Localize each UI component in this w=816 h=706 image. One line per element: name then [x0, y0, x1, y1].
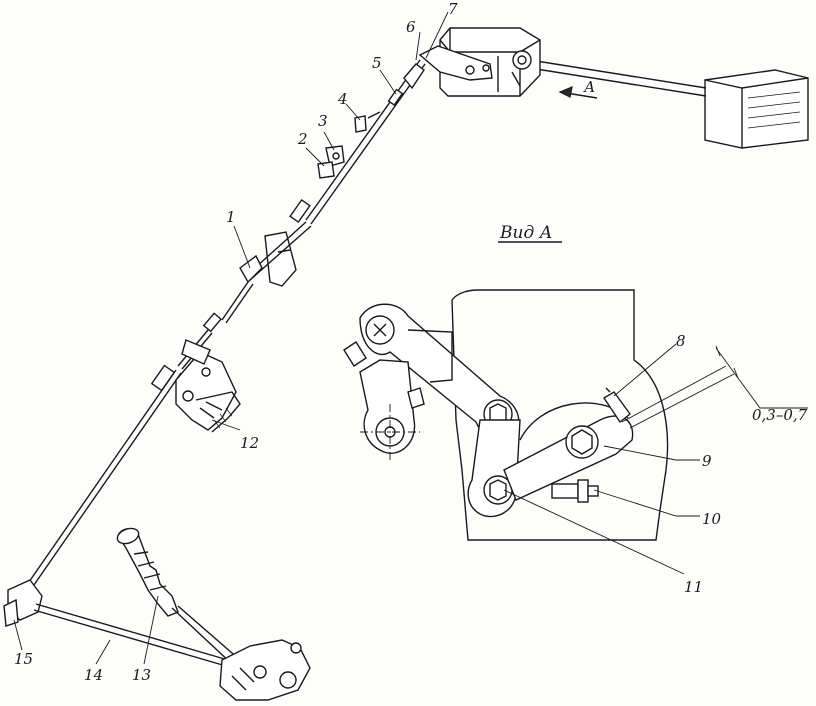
callout-14: 14	[84, 666, 103, 684]
hand-lever-assembly	[3, 527, 311, 701]
callout-6: 6	[406, 18, 416, 36]
view-a-detail	[343, 241, 808, 575]
callout-15: 15	[14, 650, 33, 668]
callout-10: 10	[702, 510, 722, 528]
view-a-title: Вид А	[499, 223, 553, 243]
callout-1: 1	[226, 208, 236, 226]
callout-8: 8	[676, 332, 686, 350]
arrow-a-label: А	[583, 78, 595, 96]
leader-lines	[13, 11, 449, 665]
callout-11: 11	[684, 578, 703, 596]
sector-mechanism	[175, 339, 241, 433]
callout-2: 2	[297, 130, 308, 148]
callout-12: 12	[240, 434, 259, 452]
callout-4: 4	[337, 90, 348, 108]
callout-9: 9	[702, 452, 712, 470]
callout-5: 5	[372, 54, 382, 72]
dimension-label: 0,3–0,7	[752, 406, 808, 424]
pedal-assembly	[529, 59, 809, 149]
long-rod	[21, 221, 312, 596]
callout-3: 3	[318, 112, 328, 130]
callout-7: 7	[448, 0, 458, 18]
callout-13: 13	[132, 666, 151, 684]
valve-housing	[418, 27, 541, 97]
